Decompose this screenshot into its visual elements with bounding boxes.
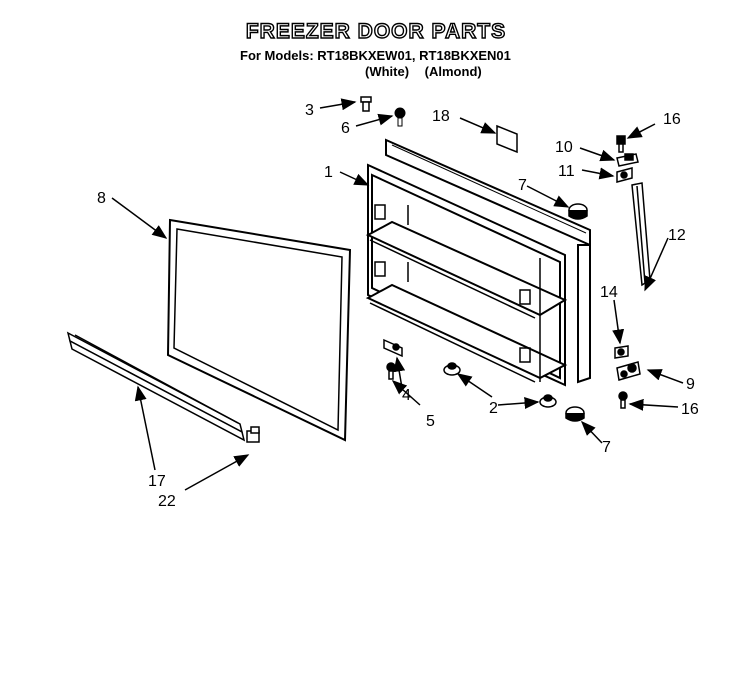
door-trim-strip bbox=[66, 331, 246, 442]
callout-22: 22 bbox=[158, 493, 176, 510]
callout-1: 1 bbox=[324, 164, 333, 181]
color-white-label: (White) bbox=[365, 64, 410, 79]
callout-14: 14 bbox=[600, 284, 618, 301]
leader-lines bbox=[111, 98, 684, 491]
callout-18: 18 bbox=[432, 108, 450, 125]
door-stop bbox=[383, 338, 403, 358]
door-gasket bbox=[166, 218, 352, 442]
plug-button-top bbox=[568, 203, 588, 220]
door-stop-screw bbox=[386, 362, 396, 380]
callout-4: 4 bbox=[402, 387, 411, 404]
callout-labels: 1 2 3 4 5 6 7 7 8 9 10 11 12 14 16 16 17… bbox=[97, 102, 699, 510]
callout-17: 17 bbox=[148, 473, 166, 490]
screw-6 bbox=[394, 107, 406, 127]
callout-8: 8 bbox=[97, 190, 106, 207]
callout-7-top: 7 bbox=[518, 177, 527, 194]
callout-12: 12 bbox=[668, 227, 686, 244]
lower-hinge-parts bbox=[614, 345, 641, 409]
trim-end-cap bbox=[246, 426, 260, 443]
rating-label bbox=[496, 124, 518, 154]
color-almond-label: (Almond) bbox=[424, 64, 482, 79]
freezer-door-assembly bbox=[365, 138, 591, 387]
plug-button-bottom bbox=[565, 406, 585, 422]
screw-3 bbox=[360, 96, 372, 112]
callout-11: 11 bbox=[558, 163, 575, 180]
callout-5: 5 bbox=[426, 413, 435, 430]
callout-16-top: 16 bbox=[663, 111, 681, 128]
models-line: For Models: RT18BKXEW01, RT18BKXEN01 bbox=[240, 48, 511, 63]
door-stop-bushing-b bbox=[539, 394, 557, 408]
door-stop-bushing-a bbox=[443, 362, 461, 376]
callout-6: 6 bbox=[341, 120, 350, 137]
models-colors: (White) (Almond) bbox=[365, 64, 494, 79]
callout-3: 3 bbox=[305, 102, 314, 119]
page-title: FREEZER DOOR PARTS bbox=[245, 19, 507, 43]
callout-10: 10 bbox=[555, 139, 573, 156]
door-handle bbox=[631, 182, 651, 287]
callout-9: 9 bbox=[686, 376, 695, 393]
callout-16-bottom: 16 bbox=[681, 401, 699, 418]
upper-hinge-parts bbox=[616, 135, 639, 183]
callout-7-bottom: 7 bbox=[602, 439, 611, 456]
callout-2: 2 bbox=[489, 400, 498, 417]
